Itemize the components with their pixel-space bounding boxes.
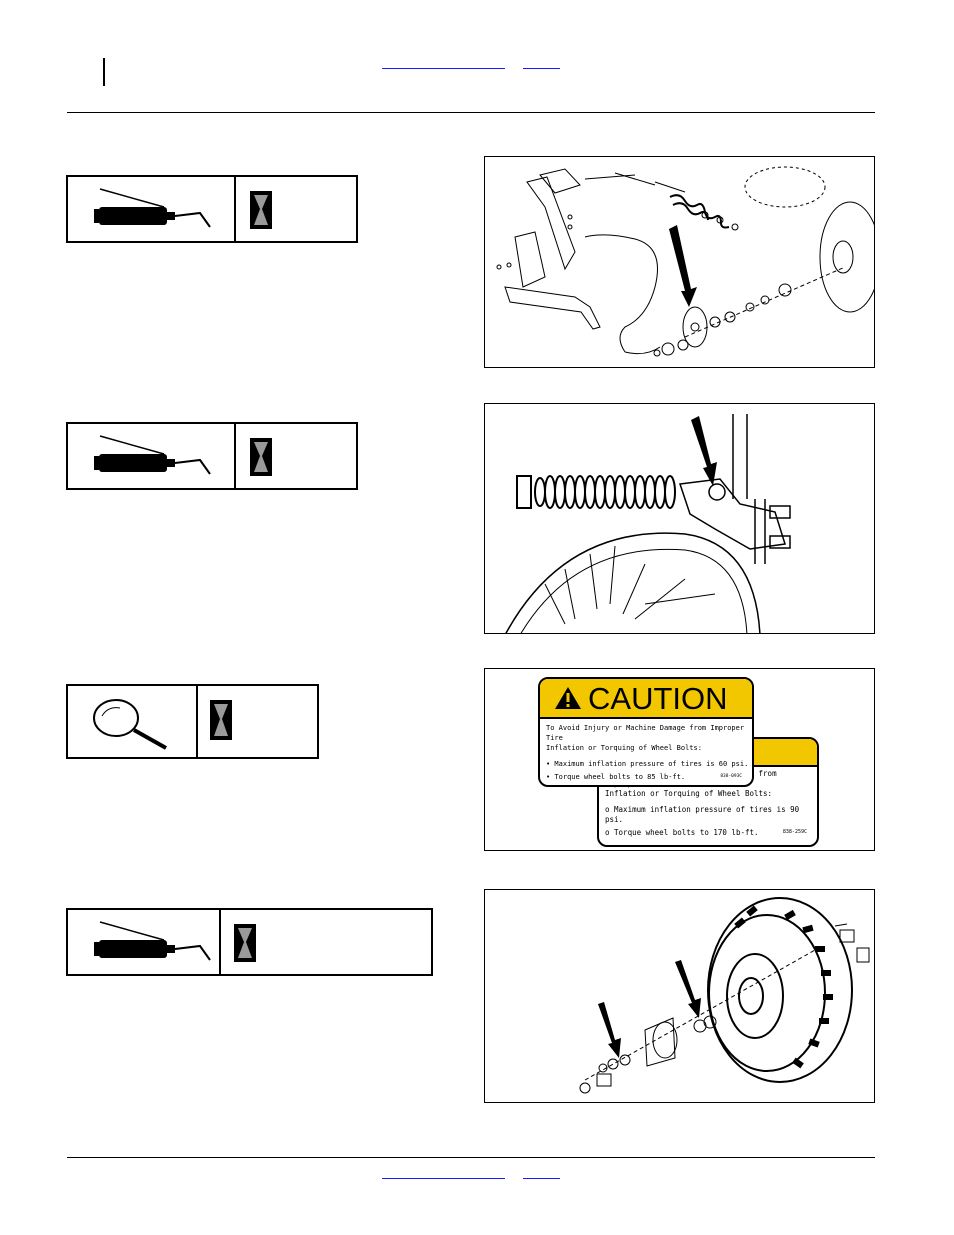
hourglass-icon [210,700,232,740]
lubrication-icon-box-3 [66,908,433,976]
figure-spring-arm [484,403,875,634]
footer-link-2[interactable] [523,1168,560,1179]
gauge-wheel-exploded-drawing [496,166,874,357]
warning-triangle-icon [555,687,581,709]
inspection-icon-box [66,684,319,759]
figure-gauge-wheel-exploded [484,156,875,368]
grease-gun-icon [94,188,211,228]
decal-front-heading: CAUTION [588,681,728,716]
hourglass-icon [234,924,256,962]
footer-rule [67,1157,875,1158]
decal-front: CAUTION To Avoid Injury or Machine Damag… [538,677,754,787]
decal-back-bullet2: o Torque wheel bolts to 170 lb-ft. [605,828,759,837]
decal-front-bullet1: • Maximum inflation pressure of tires is… [546,760,749,768]
decal-front-code: 838-093C [720,774,742,779]
decal-front-text: To Avoid Injury or Machine Damage from I… [546,723,750,782]
lubrication-icon-box-1 [66,175,358,243]
pointer-arrow [669,225,697,307]
header-margin-bar [103,58,105,86]
hourglass-icon [250,191,272,229]
figure-caution-decals: To Avoid Injury or Machine Damage from I… [484,668,875,851]
wheel-hub-exploded-drawing [579,897,870,1094]
header-rule [67,112,875,113]
hourglass-icon [250,438,272,476]
pointer-arrow [675,960,701,1018]
decal-front-line2: Inflation or Torquing of Wheel Bolts: [546,744,702,752]
decal-back-bullet1: o Maximum inflation pressure of tires is… [605,805,800,824]
decal-front-line1: To Avoid Injury or Machine Damage from I… [546,724,745,742]
grease-gun-icon [94,921,211,961]
spring-arm-drawing [505,414,791,633]
header-link-2[interactable] [523,58,560,69]
figure-wheel-hub-exploded [484,889,875,1103]
magnifier-icon [93,699,167,750]
decal-back-code: 838-259C [782,829,807,835]
decal-front-heading-bar: CAUTION [540,679,752,719]
decal-back-line2: Inflation or Torquing of Wheel Bolts: [605,789,773,798]
coil-spring [516,475,676,509]
footer-link-1[interactable] [382,1168,505,1179]
pointer-arrow [691,416,717,486]
lubrication-icon-box-2 [66,422,358,490]
pointer-arrow [598,1002,621,1058]
header-link-1[interactable] [382,58,505,69]
decal-front-bullet2: • Torque wheel bolts to 85 lb-ft. [546,773,686,781]
grease-gun-icon [94,435,211,475]
